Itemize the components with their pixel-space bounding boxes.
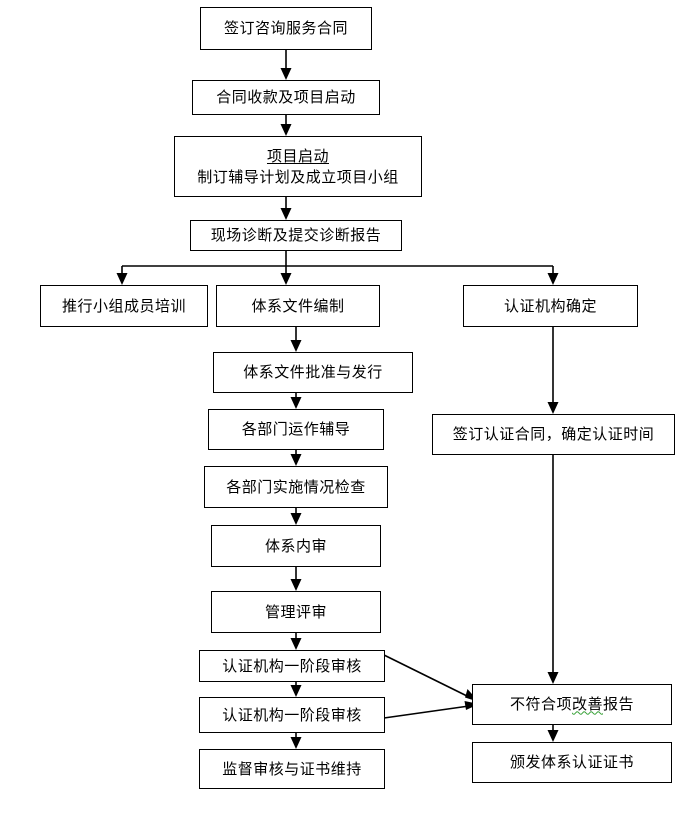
node-contract-payment-project-start[interactable]: 合同收款及项目启动 <box>192 80 380 115</box>
edge-n13-n14 <box>290 633 302 650</box>
node-label-line1: 项目启动 <box>266 147 329 166</box>
node-system-document-approval-release[interactable]: 体系文件批准与发行 <box>213 352 413 393</box>
node-label-post: 报告 <box>603 695 635 714</box>
node-nonconformity-improvement-report[interactable]: 不符合项改善报告 <box>472 684 672 725</box>
node-department-operation-guidance[interactable]: 各部门运作辅导 <box>208 409 384 450</box>
node-label: 签订认证合同，确定认证时间 <box>452 425 655 444</box>
edge-n6-n8 <box>290 327 302 352</box>
node-label: 管理评审 <box>264 602 327 621</box>
node-label: 体系文件编制 <box>251 296 345 315</box>
edge-n16-n18 <box>547 725 559 742</box>
edge-n11-n12 <box>290 508 302 525</box>
node-label: 各部门运作辅导 <box>241 420 351 439</box>
node-team-member-training[interactable]: 推行小组成员培训 <box>40 285 208 327</box>
node-label: 认证机构确定 <box>503 296 597 315</box>
node-system-document-drafting[interactable]: 体系文件编制 <box>216 285 380 327</box>
node-department-implementation-check[interactable]: 各部门实施情况检查 <box>204 466 388 508</box>
node-certification-body-selection[interactable]: 认证机构确定 <box>463 285 638 327</box>
node-certification-stage-one-audit[interactable]: 认证机构一阶段审核 <box>199 650 385 682</box>
edge-n15-n17 <box>290 733 302 749</box>
edge-n15-n16-diagonal <box>383 701 479 719</box>
edge-n12-n13 <box>290 567 302 591</box>
edge-n10-n16 <box>547 455 559 684</box>
node-label: 推行小组成员培训 <box>61 296 186 315</box>
node-label: 现场诊断及提交诊断报告 <box>210 226 382 245</box>
node-label: 合同收款及项目启动 <box>216 88 356 107</box>
node-label: 认证机构一阶段审核 <box>222 656 362 675</box>
node-certification-stage-two-audit[interactable]: 认证机构一阶段审核 <box>199 697 385 733</box>
edge-n3-n4 <box>280 197 292 220</box>
edge-n14-n15 <box>290 682 302 697</box>
node-label: 不符合项改善报告 <box>510 694 634 714</box>
node-sign-consulting-contract[interactable]: 签订咨询服务合同 <box>200 7 372 50</box>
node-label-pre: 不符合项 <box>509 695 572 714</box>
node-label: 各部门实施情况检查 <box>226 477 366 496</box>
edge-n1-n2 <box>280 50 292 80</box>
node-issue-certification-certificate[interactable]: 颁发体系认证证书 <box>472 742 672 783</box>
node-internal-audit[interactable]: 体系内审 <box>211 525 381 567</box>
node-label: 认证机构一阶段审核 <box>222 705 362 724</box>
node-label: 体系文件批准与发行 <box>243 363 383 382</box>
node-sign-certification-contract[interactable]: 签订认证合同，确定认证时间 <box>432 414 675 455</box>
node-management-review[interactable]: 管理评审 <box>211 591 381 633</box>
node-label: 体系内审 <box>264 536 327 555</box>
node-label-line2: 制订辅导计划及成立项目小组 <box>197 167 399 186</box>
node-project-kickoff[interactable]: 项目启动 制订辅导计划及成立项目小组 <box>174 136 422 197</box>
edge-n4-branch-bus <box>116 251 559 285</box>
node-onsite-diagnosis-report[interactable]: 现场诊断及提交诊断报告 <box>190 220 402 251</box>
edge-n7-n10 <box>547 327 559 414</box>
node-label: 颁发体系认证证书 <box>509 753 634 772</box>
edge-n14-n16-diagonal <box>383 654 479 702</box>
node-label-spellchecked: 改善 <box>571 695 603 714</box>
edge-n8-n9 <box>290 393 302 409</box>
node-surveillance-audit-certificate-maintenance[interactable]: 监督审核与证书维持 <box>199 749 385 789</box>
node-label: 签订咨询服务合同 <box>223 19 348 38</box>
edge-n2-n3 <box>280 115 292 136</box>
edge-n9-n11 <box>290 450 302 466</box>
node-label: 监督审核与证书维持 <box>222 759 362 778</box>
